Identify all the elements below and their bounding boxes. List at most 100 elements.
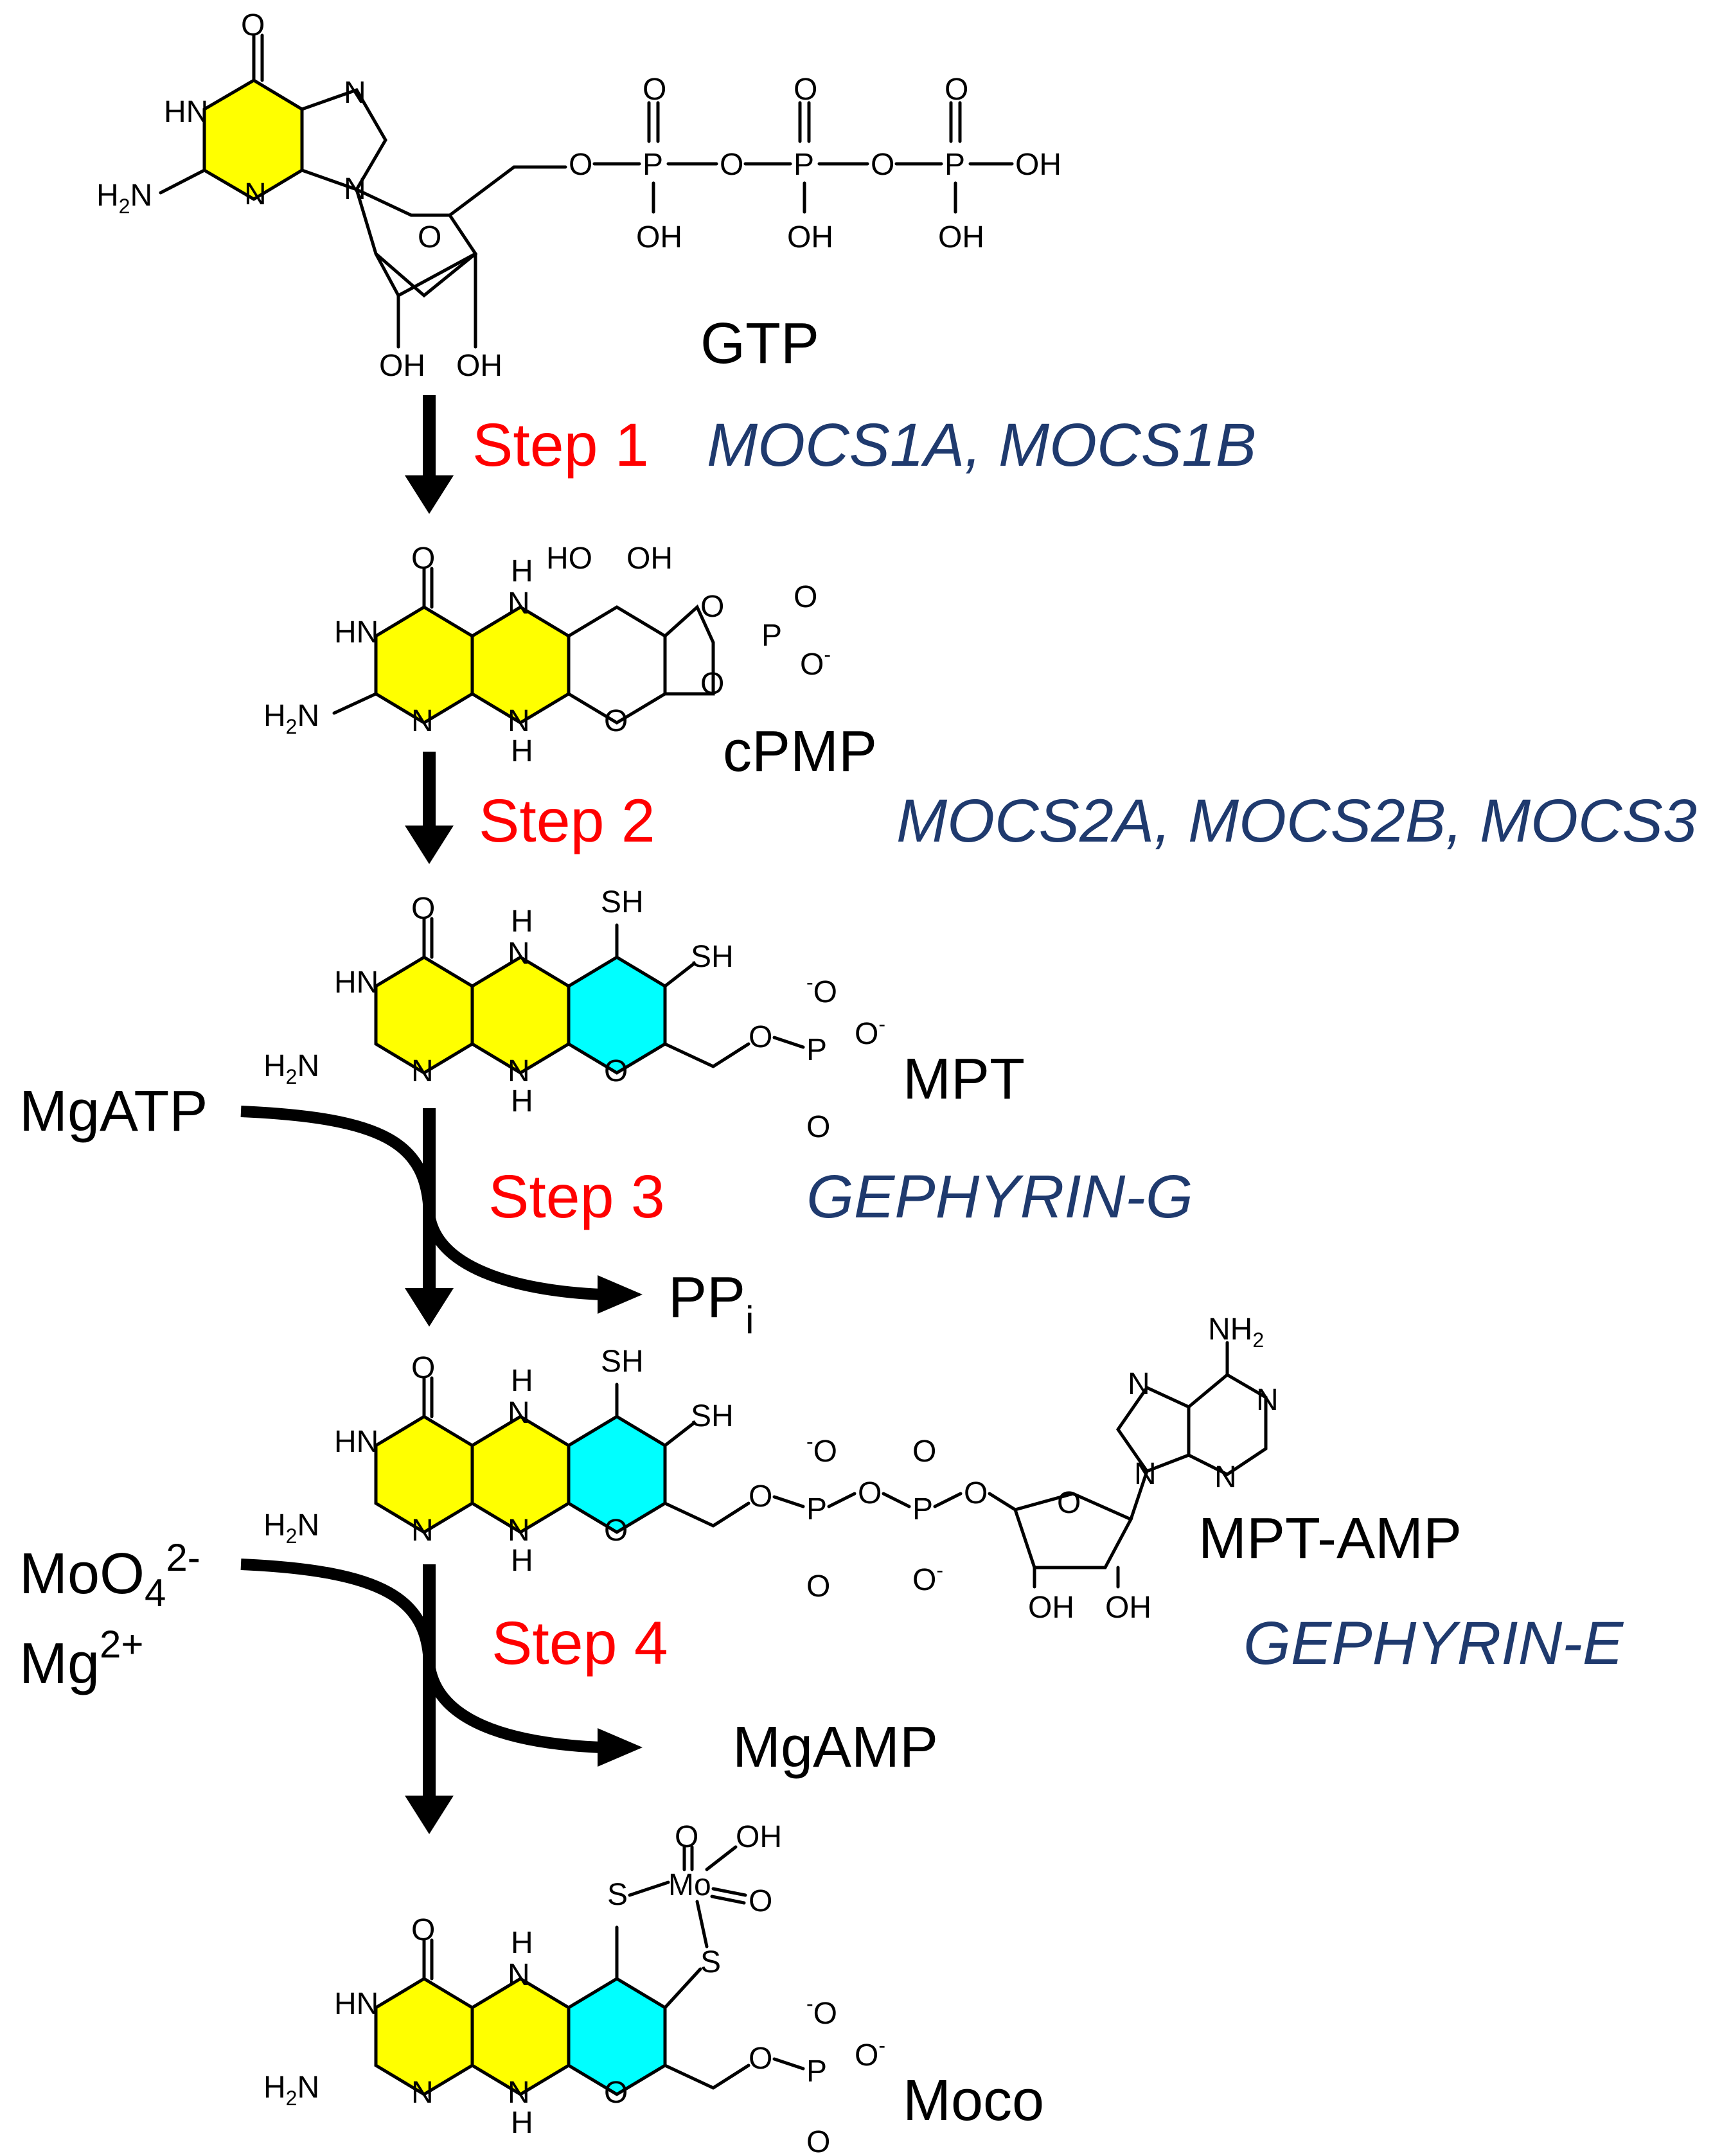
cpmp-atom-n8: N <box>508 704 530 738</box>
gtp-o-bridge1: O <box>720 148 743 182</box>
step2-arrowhead <box>405 826 454 864</box>
mptamp-adenine-n9: N <box>1134 1457 1157 1491</box>
moco-atom-n3: N <box>411 2076 434 2110</box>
mpt-atom-n5: N <box>508 937 530 971</box>
mpt-atom-o-minus1: -O <box>806 971 837 1009</box>
gtp-p-gamma: P <box>945 148 965 182</box>
moco-atom-p: P <box>806 2054 827 2089</box>
gtp-atom-hn: HN <box>164 95 208 129</box>
step1-arrowhead <box>405 475 454 514</box>
cpmp-atom-h2n: H2N <box>263 699 319 738</box>
gtp-structure: O HN N N N H2N O OH OH O P O OH O P O OH <box>96 8 1061 383</box>
gtp-label: GTP <box>700 312 819 376</box>
cpmp-atom-o-double: O <box>794 580 817 614</box>
mptamp-atom-o-minus1: -O <box>806 1430 837 1469</box>
cpmp-atom-o: O <box>411 542 435 576</box>
mpt-atom-sh1: SH <box>601 885 644 919</box>
mpt-atom-sh2: SH <box>691 940 734 974</box>
mptamp-atom-o-double1: O <box>806 1569 830 1604</box>
step1-genes: MOCS1A, MOCS1B <box>707 411 1256 479</box>
moco-atom-s1: S <box>607 1878 628 1912</box>
cpmp-atom-o-p1: O <box>700 590 724 624</box>
mptamp-adenine-n1: N <box>1256 1383 1279 1417</box>
moco-atom-o-double: O <box>806 2125 830 2156</box>
mptamp-atom-o-bridge: O <box>858 1476 882 1510</box>
mptamp-atom-sh1: SH <box>601 1345 644 1379</box>
step4-arrowhead <box>405 1796 454 1834</box>
moco-atom-h5: H <box>511 1926 533 1960</box>
moco-atom-n8: N <box>508 2076 530 2110</box>
mptamp-atom-o: O <box>411 1351 435 1385</box>
moo4-label: MoO42- <box>19 1536 200 1614</box>
mptamp-adenine-n3: N <box>1214 1460 1237 1494</box>
mptamp-atom-h8: H <box>511 1544 533 1578</box>
mpt-atom-o-ester: O <box>749 1020 772 1054</box>
ppi-label: PPi <box>668 1266 754 1341</box>
cpmp-atom-oh: OH <box>626 542 673 576</box>
mpt-atom-hn: HN <box>334 966 378 1000</box>
moco-atom-s2: S <box>700 1945 721 1979</box>
gtp-o-gamma: O <box>945 73 968 107</box>
mptamp-atom-h5: H <box>511 1364 533 1398</box>
mptamp-atom-o-pyran: O <box>604 1514 628 1548</box>
moco-atom-hn: HN <box>334 1987 378 2021</box>
mptamp-atom-o-double2: O <box>912 1435 936 1469</box>
gtp-ribose-o: O <box>418 220 441 254</box>
mpt-atom-o-pyran: O <box>604 1054 628 1088</box>
mptamp-atom-n8: N <box>508 1514 530 1548</box>
moco-atom-o-pyran: O <box>604 2076 628 2110</box>
mpt-atom-n8: N <box>508 1054 530 1088</box>
moco-atom-h2n: H2N <box>263 2071 319 2110</box>
mptamp-ribose-o: O <box>1057 1486 1081 1520</box>
mptamp-atom-h2n: H2N <box>263 1508 319 1548</box>
step1-label: Step 1 <box>472 411 649 479</box>
step3-label: Step 3 <box>488 1163 665 1231</box>
gtp-atom-o: O <box>241 8 265 42</box>
mgamp-label: MgAMP <box>732 1715 938 1780</box>
moco-atom-mo: Mo <box>668 1868 711 1902</box>
gtp-p-beta: P <box>794 148 814 182</box>
mgatp-label: MgATP <box>19 1079 208 1144</box>
step4-label: Step 4 <box>492 1609 668 1677</box>
mptamp-atom-o5: O <box>964 1476 988 1510</box>
mptamp-atom-sh2: SH <box>691 1399 734 1433</box>
gtp-o-bridge2: O <box>871 148 894 182</box>
mpt-label: MPT <box>903 1047 1025 1111</box>
gtp-ribose-oh2: OH <box>379 349 425 383</box>
mptamp-adenine-nh2: NH2 <box>1208 1312 1264 1352</box>
moco-atom-h8: H <box>511 2106 533 2140</box>
mptamp-atom-n3: N <box>411 1514 434 1548</box>
mptamp-atom-hn: HN <box>334 1425 378 1459</box>
gtp-atom-n7: N <box>344 76 366 110</box>
mpt-atom-h2n: H2N <box>263 1049 319 1088</box>
mpt-atom-o: O <box>411 892 435 926</box>
gtp-o-alpha: O <box>643 73 666 107</box>
mpt-atom-h5: H <box>511 905 533 939</box>
step3-genes: GEPHYRIN-G <box>806 1163 1193 1231</box>
moco-atom-mo-o1: O <box>675 1820 698 1854</box>
cpmp-atom-p: P <box>761 619 782 653</box>
mpt-atom-h8: H <box>511 1084 533 1118</box>
mptamp-ribose-oh3: OH <box>1105 1591 1151 1625</box>
mpt-amp-structure: O HN N N H N H O H2N SH SH O P -O O O P … <box>263 1312 1279 1625</box>
cpmp-structure: O HN N N H N H O H2N HO OH O P O O- O <box>263 542 831 768</box>
gtp-ribose-oh3: OH <box>456 349 502 383</box>
cpmp-atom-n3: N <box>411 704 434 738</box>
mptamp-atom-p2: P <box>912 1492 933 1526</box>
mptamp-atom-o-ester: O <box>749 1480 772 1514</box>
moco-atom-mo-oh: OH <box>736 1820 782 1854</box>
mgamp-curve <box>423 1663 601 1753</box>
step2-label: Step 2 <box>479 787 655 855</box>
gtp-atom-n3: N <box>244 177 267 211</box>
gtp-oh-terminal: OH <box>1015 148 1061 182</box>
cpmp-atom-h5: H <box>511 554 533 588</box>
moco-label: Moco <box>903 2069 1044 2133</box>
mptamp-ribose-oh2: OH <box>1028 1591 1074 1625</box>
mpt-structure: O HN N N H N H O H2N SH SH O P -O O- O <box>263 885 885 1144</box>
mptamp-atom-p1: P <box>806 1492 827 1526</box>
mgatp-curve <box>240 1106 435 1215</box>
moco-atom-o-minus1: -O <box>806 1992 837 2031</box>
moco-atom-o-ester: O <box>749 2042 772 2076</box>
step4-genes: GEPHYRIN-E <box>1243 1609 1624 1677</box>
ppi-arrowhead <box>598 1275 643 1314</box>
